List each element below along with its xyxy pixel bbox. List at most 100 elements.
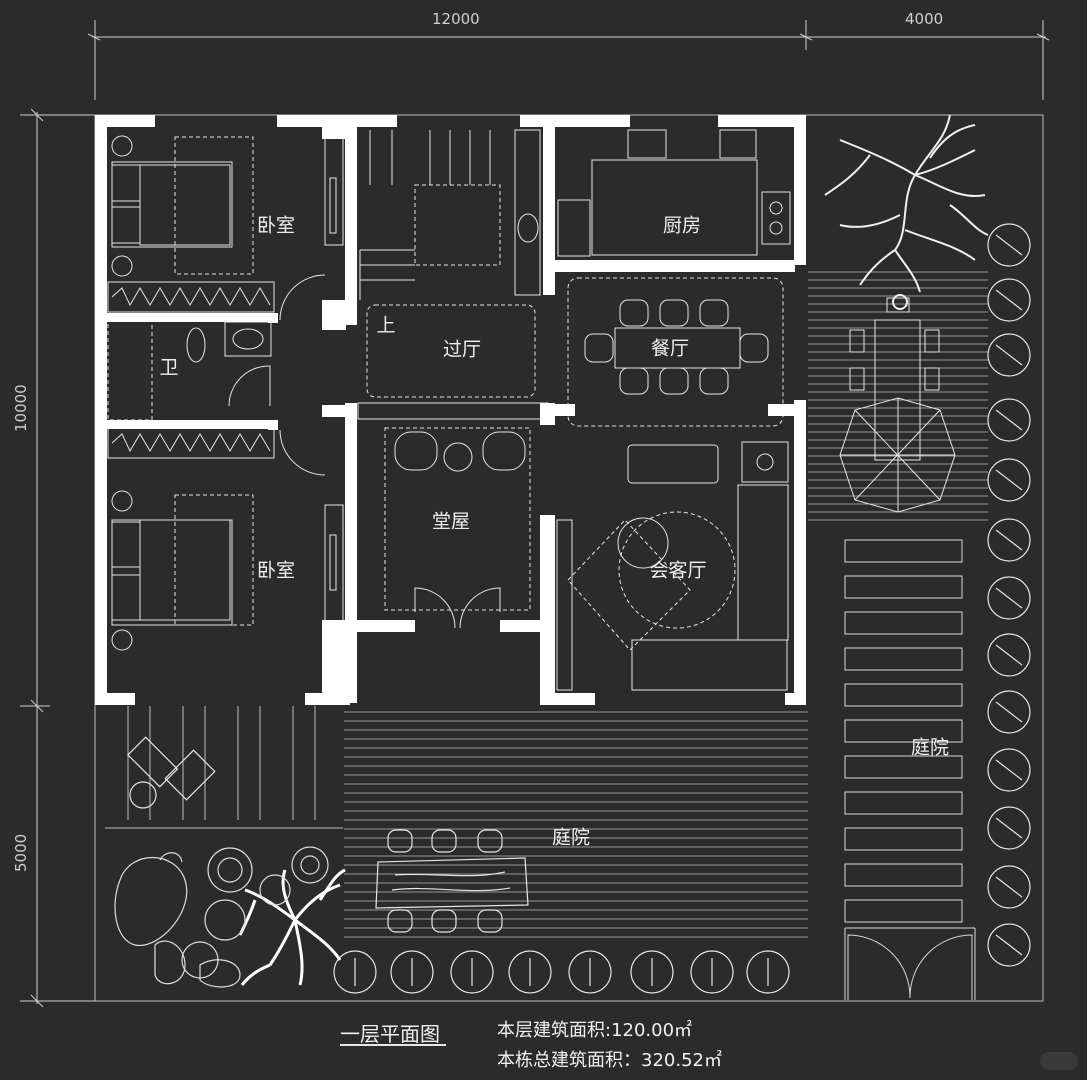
outdoor-chair <box>387 909 413 933</box>
shrubs <box>114 846 329 988</box>
tree-circles <box>333 223 1031 994</box>
wall-segment <box>107 420 277 429</box>
paving-stones <box>844 539 963 923</box>
tree-circle <box>746 950 790 994</box>
tree-circle <box>987 398 1031 442</box>
interior-furniture <box>107 129 791 691</box>
wall-segment <box>750 260 795 272</box>
wall-segment <box>555 115 630 127</box>
deck-slats-left <box>105 706 343 829</box>
tree-circle <box>390 950 434 994</box>
tree-circle <box>987 458 1031 502</box>
outdoor-chair <box>431 909 457 933</box>
wall-segment <box>95 115 155 127</box>
wall-segment <box>540 403 555 425</box>
dim-left-main: 10000 <box>12 384 30 432</box>
dining-chair <box>619 299 649 327</box>
tree-circle <box>987 690 1031 734</box>
tree-mark <box>995 234 1023 256</box>
paving-stone <box>844 575 963 599</box>
watermark-badge <box>1040 1052 1078 1070</box>
wall-segment <box>345 115 357 127</box>
wall-segment <box>555 260 795 272</box>
wall-segment <box>322 125 346 139</box>
outdoor-table <box>375 829 529 933</box>
wall-segment <box>345 403 357 703</box>
dining-chair <box>699 299 729 327</box>
paving-stone <box>844 791 963 815</box>
site-boundary <box>94 114 1044 1002</box>
label-dining: 餐厅 <box>650 337 690 360</box>
drawing-title: 一层平面图 <box>340 1022 440 1046</box>
tree-mark <box>995 759 1023 781</box>
wall-segment <box>794 115 806 265</box>
paving-stone <box>844 611 963 635</box>
paving-stone <box>844 755 963 779</box>
dim-left-lower: 5000 <box>12 833 30 872</box>
outdoor-chair <box>387 829 413 853</box>
wall-segment <box>107 313 277 322</box>
wall-segment <box>794 400 806 705</box>
wall-segment <box>355 620 415 632</box>
tree-sketch-top <box>824 114 989 310</box>
tree-circle <box>987 518 1031 562</box>
dining-chair <box>739 333 769 363</box>
wall-segment <box>322 300 346 330</box>
paving-stone <box>844 683 963 707</box>
paving-stone <box>844 719 963 743</box>
paving-stone <box>844 899 963 923</box>
dining-chair <box>619 367 649 395</box>
tree-mark <box>995 876 1023 898</box>
tree-circle <box>630 950 674 994</box>
tree-mark <box>995 701 1023 723</box>
floor-area-text: 本层建筑面积:120.00㎡ <box>497 1020 693 1041</box>
dining-chair <box>659 299 689 327</box>
tree-mark <box>995 289 1023 311</box>
wall-segment <box>540 515 555 705</box>
tree-circle <box>987 576 1031 620</box>
dining-chair <box>699 367 729 395</box>
dim-top-main: 12000 <box>432 10 480 28</box>
tree-circle <box>987 633 1031 677</box>
label-courtyard-bottom: 庭院 <box>551 826 591 849</box>
wall-segment <box>357 115 397 127</box>
wall-segment <box>95 115 107 705</box>
tree-circle <box>987 865 1031 909</box>
wall-segment <box>555 404 575 416</box>
label-main-hall: 堂屋 <box>431 510 471 533</box>
dim-top-right: 4000 <box>905 10 944 28</box>
tree-mark <box>995 587 1023 609</box>
tree-circle <box>987 223 1031 267</box>
paving-stone <box>844 863 963 887</box>
tree-mark <box>995 344 1023 366</box>
tree-mark <box>995 934 1023 956</box>
wall-segment <box>718 115 806 127</box>
outdoor-chair <box>431 829 457 853</box>
wall-segment <box>322 405 346 417</box>
wall-segment <box>268 313 278 323</box>
tree-circle <box>987 806 1031 850</box>
tree-circle <box>450 950 494 994</box>
tree-circle <box>508 950 552 994</box>
title-underline <box>340 1044 446 1046</box>
tree-circle <box>987 278 1031 322</box>
tree-circle <box>987 748 1031 792</box>
paving-stone <box>844 647 963 671</box>
outdoor-chair <box>477 909 503 933</box>
label-bedroom-bottom: 卧室 <box>256 559 296 582</box>
wall-segment <box>345 125 357 325</box>
tree-circle <box>987 333 1031 377</box>
wall-segment <box>520 115 560 127</box>
wall-segment <box>95 345 107 375</box>
walls <box>95 115 806 705</box>
wall-segment <box>95 693 135 705</box>
tree-mark <box>995 529 1023 551</box>
lounge-chair <box>127 736 216 809</box>
tree-mark <box>995 644 1023 666</box>
total-area-text: 本栋总建筑面积：320.52㎡ <box>497 1050 722 1071</box>
label-hall: 过厅 <box>442 338 482 361</box>
tree-mark <box>995 817 1023 839</box>
label-living-room: 会客厅 <box>649 559 707 582</box>
label-courtyard-right: 庭院 <box>910 736 950 759</box>
